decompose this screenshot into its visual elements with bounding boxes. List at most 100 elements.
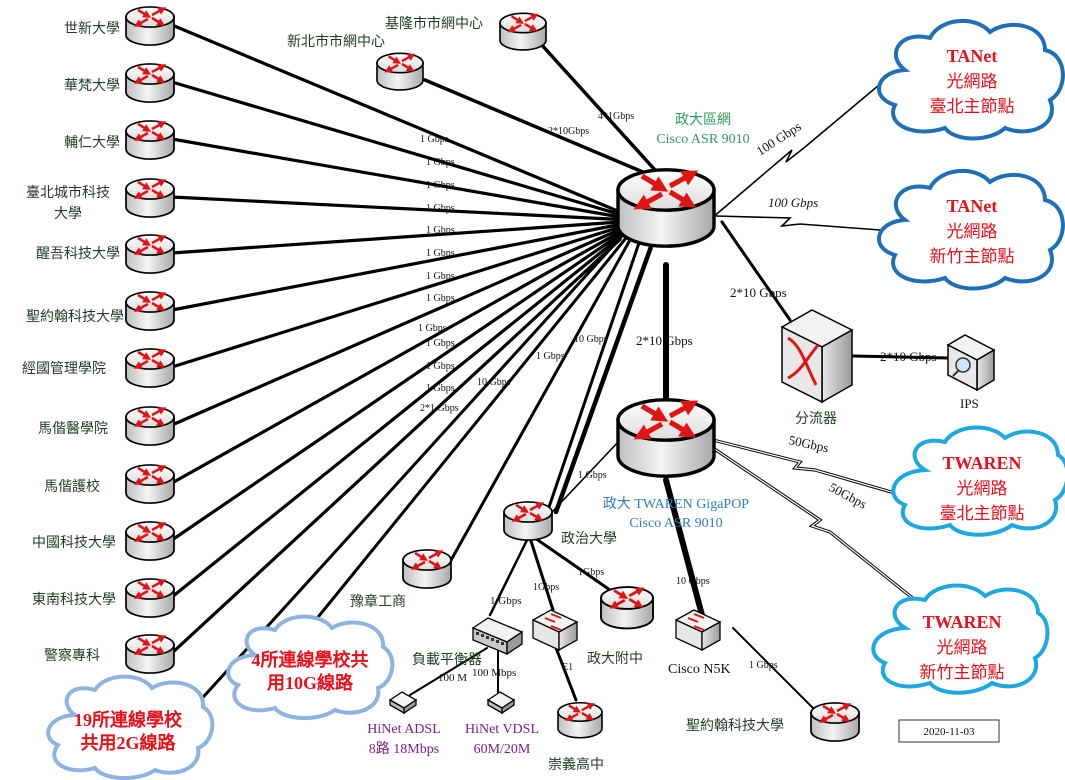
router-icon-left-site <box>125 6 175 46</box>
site-label-tungnan: 東南科技大學 <box>32 592 116 608</box>
link-speed-label: 1 Gbps <box>426 271 455 282</box>
link-speed-label: 1 Gbps <box>420 134 449 145</box>
link-speed-label-nccu-10g: 10 Gbps <box>574 334 608 345</box>
link-left-site <box>170 235 622 599</box>
router-arrow-head <box>142 352 152 360</box>
cloud-4-schools-line1: 4所連線學校共 <box>252 649 369 670</box>
router-arrow-head <box>157 292 167 300</box>
site-label-ching-kuo: 經國管理學院 <box>22 361 106 377</box>
router-arrow-head <box>156 646 166 654</box>
cloud-twaren-hsinchu-line2: 光網路 <box>937 638 988 658</box>
router-icon-nccu <box>503 501 553 541</box>
site-label-fu-jen: 輔仁大學 <box>64 135 120 151</box>
link-twaren-hsinchu-inner <box>712 447 916 601</box>
router-arrow-head <box>157 349 167 357</box>
hinet-adsl-label-1: HiNet ADSL <box>367 722 441 737</box>
link-nccu-affiliated <box>530 534 612 592</box>
site-label-taipei-city-tech-1: 臺北城市科技 <box>26 184 110 201</box>
router-arrow-head <box>156 476 166 484</box>
link-speed-label-switch: 1Gbps <box>533 582 559 593</box>
lb-port <box>486 636 489 639</box>
date-label: 2020-11-03 <box>924 726 975 738</box>
router-arrow-head <box>157 64 167 72</box>
yuzhang-label: 豫章工商 <box>350 593 406 610</box>
splitter-icon <box>780 309 854 404</box>
router-arrow-head <box>133 76 143 84</box>
router-arrow-head <box>405 64 415 72</box>
link-speed-label: 1 Gbps <box>426 180 455 191</box>
router-icon-new-taipei <box>376 52 424 91</box>
link-speed-label-twaren-taipei: 50Gbps <box>787 432 830 455</box>
router-arrow-head <box>133 647 143 655</box>
router-arrow-head <box>157 235 167 243</box>
cloud-tanet-hsinchu-line1: TANet <box>947 196 998 216</box>
router-arrow-head <box>142 10 152 18</box>
router-icon-left-site <box>125 120 175 160</box>
router-arrow-head <box>133 191 143 199</box>
router-arrow-head <box>142 525 152 533</box>
labels: 世新大學 華梵大學 輔仁大學 臺北城市科技 大學 醒吾科技大學 聖約翰科技大學 … <box>22 15 1000 773</box>
router-arrow-head <box>133 534 143 542</box>
link-tanet-taipei <box>711 79 886 219</box>
router-arrow-head <box>142 124 152 132</box>
magnifier-handle <box>952 370 959 377</box>
router-arrow-head <box>142 582 152 590</box>
router-icon-gigapop <box>616 398 716 478</box>
cloud-tanet-taipei-line3: 臺北主節點 <box>930 97 1015 117</box>
router-arrow-head <box>585 713 594 721</box>
link-speed-label: 1 Gbps <box>426 293 455 304</box>
router-icon-left-site <box>125 464 175 504</box>
gigapop-router-name: 政大 TWAREN GigaPOP <box>603 496 749 512</box>
nodes <box>125 6 996 742</box>
router-arrow-head <box>841 714 851 722</box>
router-icon-left-site <box>125 634 175 674</box>
router-arrow-head <box>586 703 595 710</box>
link-speed-label-tanet-taipei: 100 Gbps <box>753 119 803 159</box>
router-arrow-head <box>156 132 166 140</box>
link-left-site <box>170 80 622 217</box>
switch-side <box>701 620 721 652</box>
cloud-twaren-hsinchu-line1: TWAREN <box>922 612 1001 632</box>
gigapop-router-model: Cisco ASR 9010 <box>629 516 722 531</box>
links <box>170 23 950 711</box>
link-left-site <box>170 137 622 219</box>
link-ips <box>851 354 950 360</box>
router-icon-left-site <box>125 63 175 103</box>
link-gigapop-nccu <box>551 439 621 513</box>
router-arrow-head <box>133 419 143 427</box>
link-speed-label: 1 Gbps <box>426 338 455 349</box>
router-arrow-head <box>133 361 143 369</box>
router-icon-left-site <box>125 348 175 388</box>
switch-arrows <box>544 613 562 631</box>
link-yuzhang <box>448 238 632 564</box>
link-speed-label: 1 Gbps <box>426 383 455 394</box>
router-arrow-head <box>156 246 166 254</box>
router-arrow-head <box>133 591 143 599</box>
hinet-vdsl-label-2: 60M/20M <box>474 742 531 757</box>
site-label-police-college: 警察專科 <box>44 647 100 664</box>
link-speed-label: 1 Gbps <box>426 225 455 236</box>
site-label-china-tech: 中國科技大學 <box>32 535 116 551</box>
router-arrow-head <box>634 587 645 596</box>
cloud-tanet-taipei-line2: 光網路 <box>947 72 998 92</box>
router-arrow-head <box>142 638 152 646</box>
router-arrow-head <box>419 553 429 561</box>
link-speed-label: 1 Gbps <box>426 361 455 372</box>
link-left-site <box>170 220 622 255</box>
router-arrow-head <box>157 407 167 415</box>
link-gigapop-n5k <box>663 477 705 618</box>
hinet-adsl-label-2: 8路 18Mbps <box>369 741 439 757</box>
router-arrow-head <box>633 599 644 608</box>
link-keelung <box>538 41 657 172</box>
router-arrow-head <box>156 18 166 26</box>
modem-side <box>501 698 515 715</box>
router-arrow-head <box>535 502 545 510</box>
sju-bottom-label: 聖約翰科技大學 <box>686 718 784 734</box>
router-arrow-head <box>133 19 143 27</box>
cloud-19-schools-line1: 19所連線學校 <box>74 709 183 730</box>
router-arrow-head <box>133 477 143 485</box>
load-balancer-label: 負載平衡器 <box>412 652 482 668</box>
site-label-mackay-junior: 馬偕護校 <box>44 478 100 495</box>
router-arrow-head <box>157 465 167 473</box>
